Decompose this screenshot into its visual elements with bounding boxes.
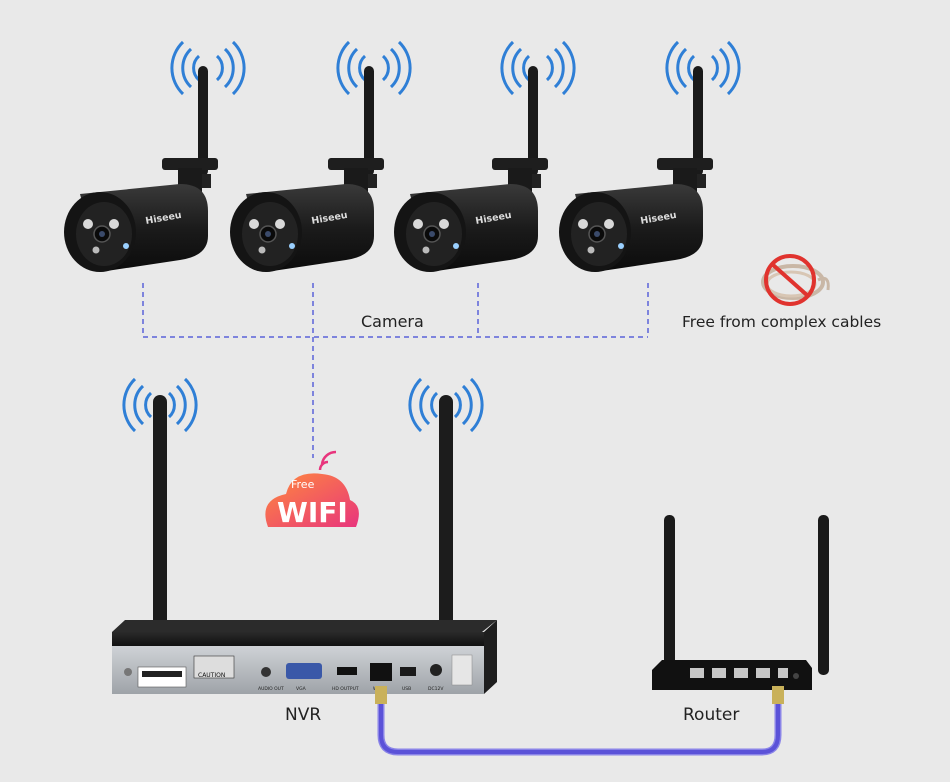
nvr-port-label: DC12V bbox=[428, 686, 444, 692]
router-device bbox=[652, 515, 829, 690]
nvr-antennas bbox=[153, 395, 453, 657]
camera-links bbox=[142, 283, 649, 458]
nvr-port-label: AUDIO OUT bbox=[258, 686, 284, 692]
free-wifi-badge: Free WIFI bbox=[265, 450, 359, 529]
nvr-port-label: VGA bbox=[296, 686, 307, 692]
router-label: Router bbox=[683, 705, 740, 725]
nvr-port-label: USB bbox=[402, 686, 411, 692]
nvr-label: NVR bbox=[285, 705, 322, 725]
camera-2 bbox=[229, 65, 385, 273]
badge-free-text: Free bbox=[291, 478, 315, 491]
camera-4 bbox=[558, 65, 714, 273]
camera-label: Camera bbox=[361, 312, 424, 331]
nvr-port-label: HD OUTPUT bbox=[332, 686, 359, 692]
camera-3 bbox=[393, 65, 549, 273]
badge-wifi-text: WIFI bbox=[277, 496, 348, 529]
svg-text:CAUTION: CAUTION bbox=[198, 672, 225, 679]
camera-1 bbox=[63, 65, 219, 273]
cables-label: Free from complex cables bbox=[682, 313, 882, 331]
ethernet-cable bbox=[375, 686, 784, 756]
no-cable-icon bbox=[761, 254, 830, 306]
